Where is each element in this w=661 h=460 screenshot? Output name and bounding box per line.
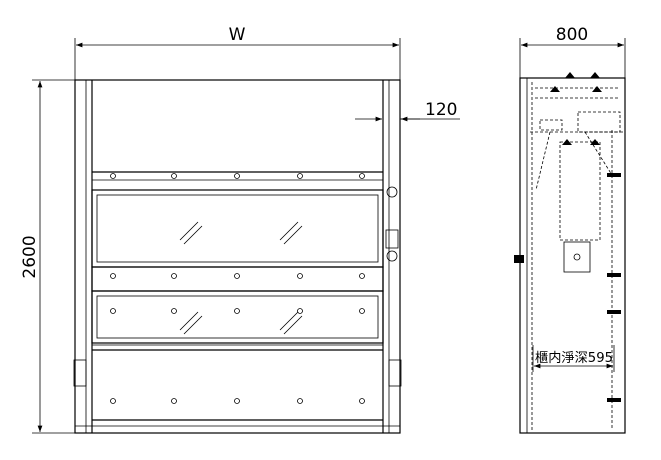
screw-icon xyxy=(359,273,365,279)
cabinet-outline xyxy=(74,79,401,434)
screw-icon xyxy=(359,173,365,179)
exhaust-fittings xyxy=(550,72,602,145)
height-label: 2600 xyxy=(20,235,40,278)
screw-icon xyxy=(110,398,116,404)
upper-sash xyxy=(91,189,384,268)
screw-icon xyxy=(297,398,303,404)
screw-icon xyxy=(171,308,177,314)
screw-icon xyxy=(171,398,177,404)
glass-reflection-marks xyxy=(179,221,303,335)
width-dimension: W xyxy=(74,25,401,80)
screw-icon xyxy=(110,173,116,179)
screw-icon xyxy=(234,398,240,404)
control-panel xyxy=(385,186,399,262)
inner-depth-label: 櫃内淨深595 xyxy=(535,350,613,366)
lower-sash xyxy=(91,290,384,344)
duct xyxy=(559,141,601,241)
depth-label: 800 xyxy=(556,25,588,45)
hinges xyxy=(73,359,402,387)
screw-icon xyxy=(297,308,303,314)
front-view: W 2600 120 xyxy=(20,25,460,434)
screw-icon xyxy=(171,173,177,179)
screw-icon xyxy=(110,308,116,314)
screw-icon xyxy=(171,273,177,279)
screw-icon xyxy=(297,273,303,279)
screw-icon xyxy=(234,308,240,314)
inner-depth-dimension: 櫃内淨深595 xyxy=(532,345,615,372)
screw-icon xyxy=(359,308,365,314)
post-width-dimension: 120 xyxy=(355,100,460,122)
screw-icon xyxy=(234,273,240,279)
screw-icon xyxy=(297,173,303,179)
side-view: 800 櫃内淨深595 xyxy=(514,25,626,434)
depth-dimension: 800 xyxy=(519,25,626,78)
side-outline xyxy=(519,77,626,434)
width-label: W xyxy=(229,25,246,45)
screw-icon xyxy=(110,273,116,279)
screw-icon xyxy=(359,398,365,404)
height-dimension: 2600 xyxy=(20,79,75,434)
screw-icon xyxy=(234,173,240,179)
post-width-label: 120 xyxy=(425,100,457,120)
screw-heads xyxy=(110,173,365,404)
side-fittings xyxy=(514,173,621,402)
